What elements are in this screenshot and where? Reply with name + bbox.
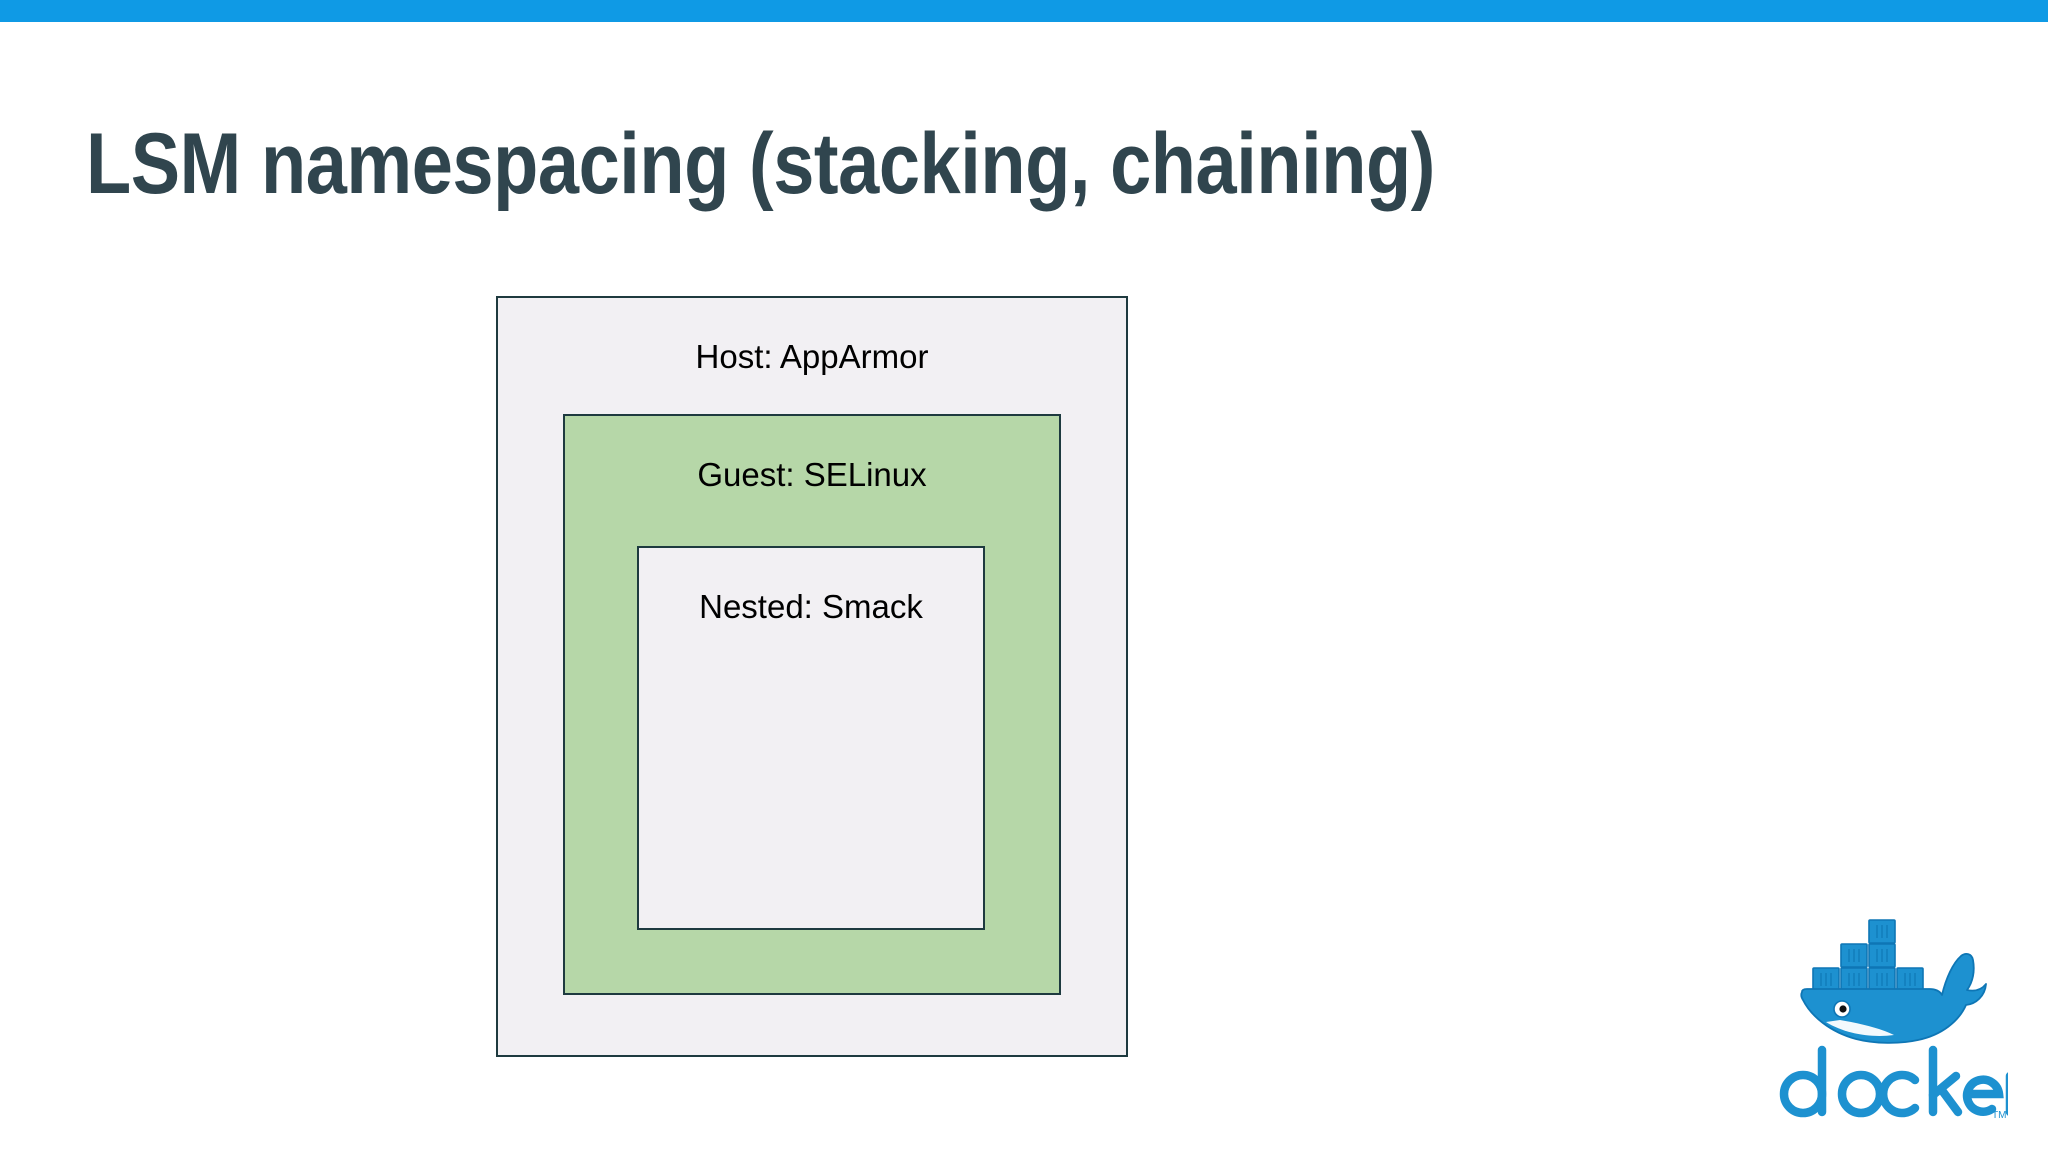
docker-wordmark: TM [1779,1045,2008,1121]
lsm-box-nested-label: Nested: Smack [699,588,923,625]
lsm-box-host-label: Host: AppArmor [695,338,929,375]
docker-logo: TM [1778,916,2008,1126]
trademark-glyph: TM [1992,1110,2006,1121]
page-title: LSM namespacing (stacking, chaining) [86,116,1435,212]
lsm-box-nested: Nested: Smack [637,546,985,930]
docker-whale-icon [1800,919,1987,1044]
lsm-nesting-diagram: Host: AppArmor Guest: SELinux Nested: Sm… [496,296,1128,1057]
lsm-box-guest-label: Guest: SELinux [697,456,927,493]
top-accent-bar [0,0,2048,22]
